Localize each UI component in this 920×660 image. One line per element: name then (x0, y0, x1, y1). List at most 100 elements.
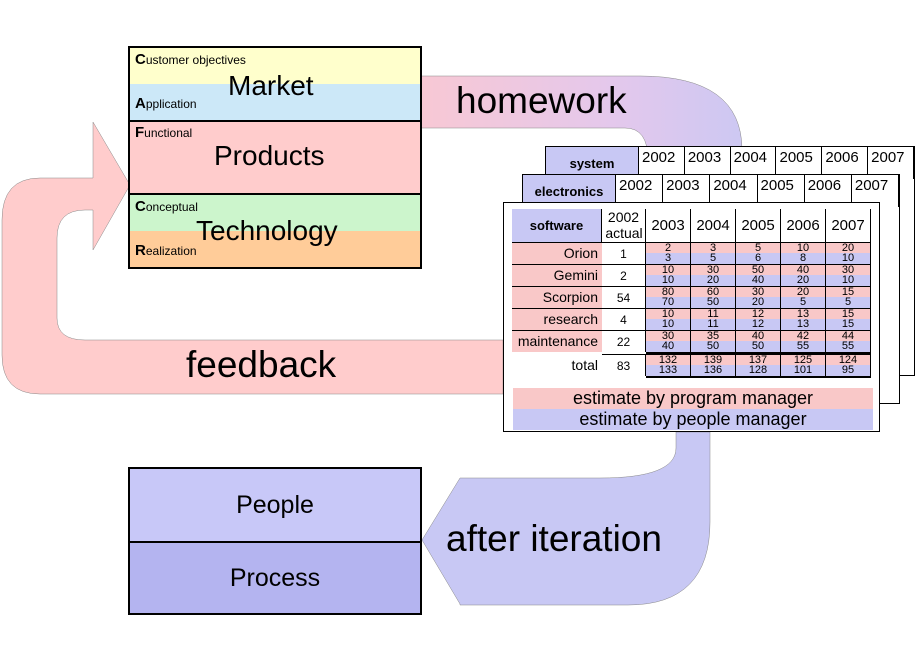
program-estimate: 40 (781, 264, 826, 276)
actual-value: 83 (602, 354, 646, 376)
people-estimate: 70 (646, 297, 691, 308)
program-estimate: 13 (781, 308, 826, 320)
people-estimate: 55 (781, 341, 826, 352)
sheet-year: 2006 (822, 147, 869, 179)
feedback-arrow (1, 121, 504, 395)
people-estimate: 5 (781, 297, 826, 308)
people-estimate: 11 (691, 319, 736, 330)
people-estimate: 10 (646, 319, 691, 330)
row-name-cell (512, 308, 602, 330)
people-estimate: 6 (736, 253, 781, 264)
year-2002-actual: 2002 (602, 209, 646, 242)
people-estimate: 50 (691, 341, 736, 352)
people-estimate: 10 (826, 253, 871, 264)
program-estimate: 132 (646, 354, 691, 366)
electronics-sheet-header: electronics 2002 2003 2004 2005 2006 200… (523, 175, 900, 207)
program-estimate: 137 (736, 354, 781, 366)
actual-value: 1 (602, 242, 646, 264)
program-estimate: 80 (646, 286, 691, 298)
after-iteration-arrow (421, 431, 711, 606)
sheet-year: 2005 (776, 147, 823, 179)
process-box: Process (128, 541, 422, 615)
system-sheet-title: system (546, 147, 639, 179)
row-name: maintenance (517, 333, 598, 349)
market-box: Customer objectives Market Application (128, 46, 422, 122)
people-estimate: 50 (736, 341, 781, 352)
people-estimate: 95 (826, 365, 871, 376)
program-estimate: 35 (691, 330, 736, 342)
program-estimate: 40 (736, 330, 781, 342)
sheet-year: 2004 (710, 175, 758, 207)
table-title-cell: software (512, 209, 602, 242)
sheet-year: 2004 (731, 147, 777, 179)
year-header: 2005 (736, 209, 781, 242)
row-name: total (571, 357, 598, 373)
row-name-cell (512, 354, 602, 376)
sheet-year: 2003 (685, 147, 731, 179)
conceptual-label: Conceptual (135, 198, 198, 215)
program-estimate: 3 (691, 242, 736, 254)
program-estimate: 30 (691, 264, 736, 276)
functional-label: Functional (135, 124, 193, 141)
people-estimate: 10 (646, 275, 691, 286)
people-estimate: 20 (736, 297, 781, 308)
program-estimate: 50 (736, 264, 781, 276)
customer-objectives-label: Customer objectives (135, 51, 246, 68)
program-estimate: 125 (781, 354, 826, 366)
year-header: 2003 (646, 209, 691, 242)
sheet-year: 2003 (663, 175, 711, 207)
program-estimate: 10 (781, 242, 826, 254)
products-label: Products (214, 140, 325, 171)
program-estimate: 5 (736, 242, 781, 254)
after-iteration-text: after iteration (446, 518, 662, 559)
people-estimate: 50 (691, 297, 736, 308)
legend-people-manager: estimate by people manager (513, 409, 873, 430)
total-separator (646, 352, 871, 354)
row-name: Gemini (553, 267, 598, 283)
sheet-year: 2007 (852, 175, 900, 207)
row-name-cell (512, 330, 602, 352)
program-estimate: 139 (691, 354, 736, 366)
people-estimate: 20 (691, 275, 736, 286)
people-estimate: 136 (691, 365, 736, 376)
people-estimate: 128 (736, 365, 781, 376)
actual-label: actual (605, 225, 643, 241)
sheet-year: 2006 (805, 175, 852, 207)
people-estimate: 133 (646, 365, 691, 376)
people-box: People (128, 467, 422, 543)
system-sheet-header: system 2002 2003 2004 2005 2006 2007 (546, 147, 914, 179)
program-estimate: 60 (691, 286, 736, 298)
market-label: Market (228, 70, 314, 101)
actual-value: 2 (602, 264, 646, 286)
technology-label: Technology (196, 215, 338, 246)
actual-value: 22 (602, 330, 646, 352)
program-estimate: 30 (646, 330, 691, 342)
electronics-sheet-title: electronics (523, 175, 616, 207)
people-estimate: 12 (736, 319, 781, 330)
people-estimate: 3 (646, 253, 691, 264)
feedback-text: feedback (186, 344, 337, 385)
sheet-year: 2002 (639, 147, 685, 179)
sheet-year: 2007 (868, 147, 914, 179)
year-header: 2006 (781, 209, 826, 242)
program-estimate: 20 (781, 286, 826, 298)
sheet-year: 2002 (616, 175, 664, 207)
application-label: Application (135, 95, 197, 112)
year-header: 2007 (826, 209, 871, 242)
people-estimate: 101 (781, 365, 826, 376)
row-name-cell (512, 286, 602, 308)
people-estimate: 15 (826, 319, 871, 330)
people-estimate: 40 (646, 341, 691, 352)
program-estimate: 11 (691, 308, 736, 320)
row-name: Scorpion (542, 289, 598, 305)
row-name-cell (512, 242, 602, 264)
people-estimate: 55 (826, 341, 871, 352)
actual-value: 54 (602, 286, 646, 308)
program-estimate: 30 (736, 286, 781, 298)
people-estimate: 5 (826, 297, 871, 308)
row-name-cell (512, 264, 602, 286)
products-box: Functional Products (128, 120, 422, 195)
people-estimate: 13 (781, 319, 826, 330)
